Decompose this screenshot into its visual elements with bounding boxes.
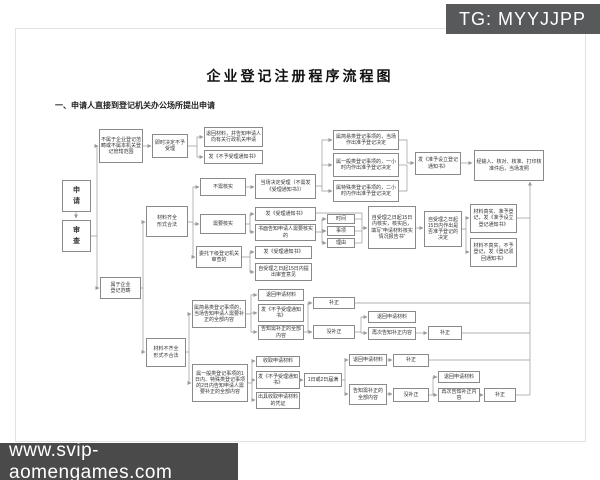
flow-node-delegate: 委托下级登记机关审查的 bbox=[196, 246, 242, 268]
flow-node-return-mat-2: 退回申请材料 bbox=[368, 311, 416, 323]
flow-node-reason: 理由 bbox=[327, 238, 355, 248]
flow-node-complete: 材料齐全 形式合法 bbox=[146, 206, 188, 237]
flow-node-issue-license: 经输入、核对、核准、打印核准件后，当场发照 bbox=[474, 150, 544, 181]
flow-node-tell-again-2: 再次告知补正内容 bbox=[438, 388, 480, 402]
flow-node-no-correct-1: 没补正 bbox=[313, 325, 355, 339]
flow-node-refuse-notice-1: 发《不予受理通知书》 bbox=[204, 150, 263, 164]
flow-node-tell-correct-2: 告知需补正的全部内容 bbox=[349, 384, 387, 405]
watermark-bar: www.svip-aomengames.com bbox=[0, 439, 238, 480]
flow-node-refuse-notice-2: 发《不予受理通知书》 bbox=[258, 304, 304, 322]
flow-node-return-mat-1: 退回申请材料 bbox=[258, 289, 304, 301]
flow-node-cat-special: 属特殊类登记事项的，二小时内作出准予登记决定 bbox=[333, 180, 399, 202]
flow-node-expire: 1日或2日届满 bbox=[304, 373, 342, 387]
flow-node-return-tell: 退回材料，并告知申请人向有关行政机关申请 bbox=[204, 127, 263, 147]
telegram-badge: TG: MYYJJPP bbox=[445, 4, 600, 34]
flow-node-review: 审 查 bbox=[62, 220, 91, 252]
flow-node-true-approve: 材料真实、准予登记，发《准予设立登记通知书》 bbox=[470, 204, 517, 233]
flow-node-belong: 属于企业 登记范畴 bbox=[100, 277, 141, 299]
flow-node-voucher: 出具收取申请材料的凭证 bbox=[256, 392, 300, 409]
flow-node-time: 时间 bbox=[327, 214, 355, 224]
flow-node-general-correct: 属一般类登记事项的1日内、特殊类登记事项的2日内告知申请人需要补正的全部内容 bbox=[192, 364, 248, 402]
flow-node-verify-15: 自受理之日起15日内核实，核实后，填写“申请材料核实情况报告书” bbox=[368, 206, 416, 249]
flow-node-need-verify: 需要核实 bbox=[200, 214, 246, 234]
flow-node-collect-mat: 收取申请材料 bbox=[256, 356, 300, 367]
flow-node-cat-simple: 属简易类登记事项的，当场作出准予登记决定 bbox=[333, 130, 399, 150]
flow-node-tell-correct-1: 告知需补正的全部内容 bbox=[258, 325, 304, 340]
flow-node-return-mat-3: 退回申请材料 bbox=[349, 354, 387, 366]
flow-node-cat-general: 属一般类登记事项的，一小时内作出准予登记决定 bbox=[333, 153, 399, 177]
flow-node-decide-15: 自受理之日起15日内作出是否准予登记的决定 bbox=[424, 211, 462, 247]
section-heading: 一、申请人直接到登记机关办公场所提出申请 bbox=[55, 101, 215, 110]
flow-node-simple-correct: 属简易类登记事项的，当场告知申请人需要补正的全部内容 bbox=[192, 300, 246, 328]
page-title: 企业登记注册程序流程图 bbox=[206, 70, 394, 85]
flow-node-incomplete: 材料不齐全 形式不合法 bbox=[146, 338, 186, 367]
flow-node-refuse-notice-3: 发《不予受理通知书》 bbox=[256, 371, 300, 389]
flow-node-false-refuse: 材料不真实，不予登记，发《登记驳回通知书》 bbox=[470, 238, 517, 267]
flow-node-correct-3: 补正 bbox=[393, 354, 429, 367]
flow-node-item: 事项 bbox=[327, 226, 355, 236]
watermark-text: www.svip-aomengames.com bbox=[9, 439, 173, 480]
flow-node-immediate-refuse: 即时决定不予受理 bbox=[152, 134, 188, 158]
flow-node-apply: 申 请 bbox=[62, 180, 91, 212]
telegram-badge-text: TG: MYYJJPP bbox=[458, 8, 586, 29]
flow-node-correct-4: 补正 bbox=[484, 388, 516, 402]
flow-node-written-tell: 书面告知申请人需要核实的 bbox=[255, 224, 316, 241]
flow-node-correct-2: 补正 bbox=[428, 326, 462, 340]
flow-node-no-verify: 不需核实 bbox=[200, 178, 246, 196]
flow-node-no-correct-2: 没补正 bbox=[393, 388, 429, 402]
flow-node-opinion-15: 自受理之日起15日内提出审查意见 bbox=[255, 263, 312, 281]
flow-node-accept-notice-2: 发《受理通知书》 bbox=[255, 246, 312, 259]
flow-node-accept-on-spot: 当场决定受理（不需发《受理通知书》） bbox=[255, 174, 316, 199]
flow-node-accept-notice-1: 发《受理通知书》 bbox=[255, 207, 316, 221]
flow-node-approve-notice: 发《准予设立登记通知书》 bbox=[415, 152, 461, 175]
flow-node-return-mat-4: 退回申请材料 bbox=[438, 371, 480, 383]
flow-node-not-belong: 不属于企业登记范畴或不属本机关登记管辖范围 bbox=[99, 129, 143, 163]
flow-node-correct-1: 补正 bbox=[313, 297, 355, 309]
flow-node-tell-again-1: 再次告知补正内容 bbox=[368, 327, 416, 340]
